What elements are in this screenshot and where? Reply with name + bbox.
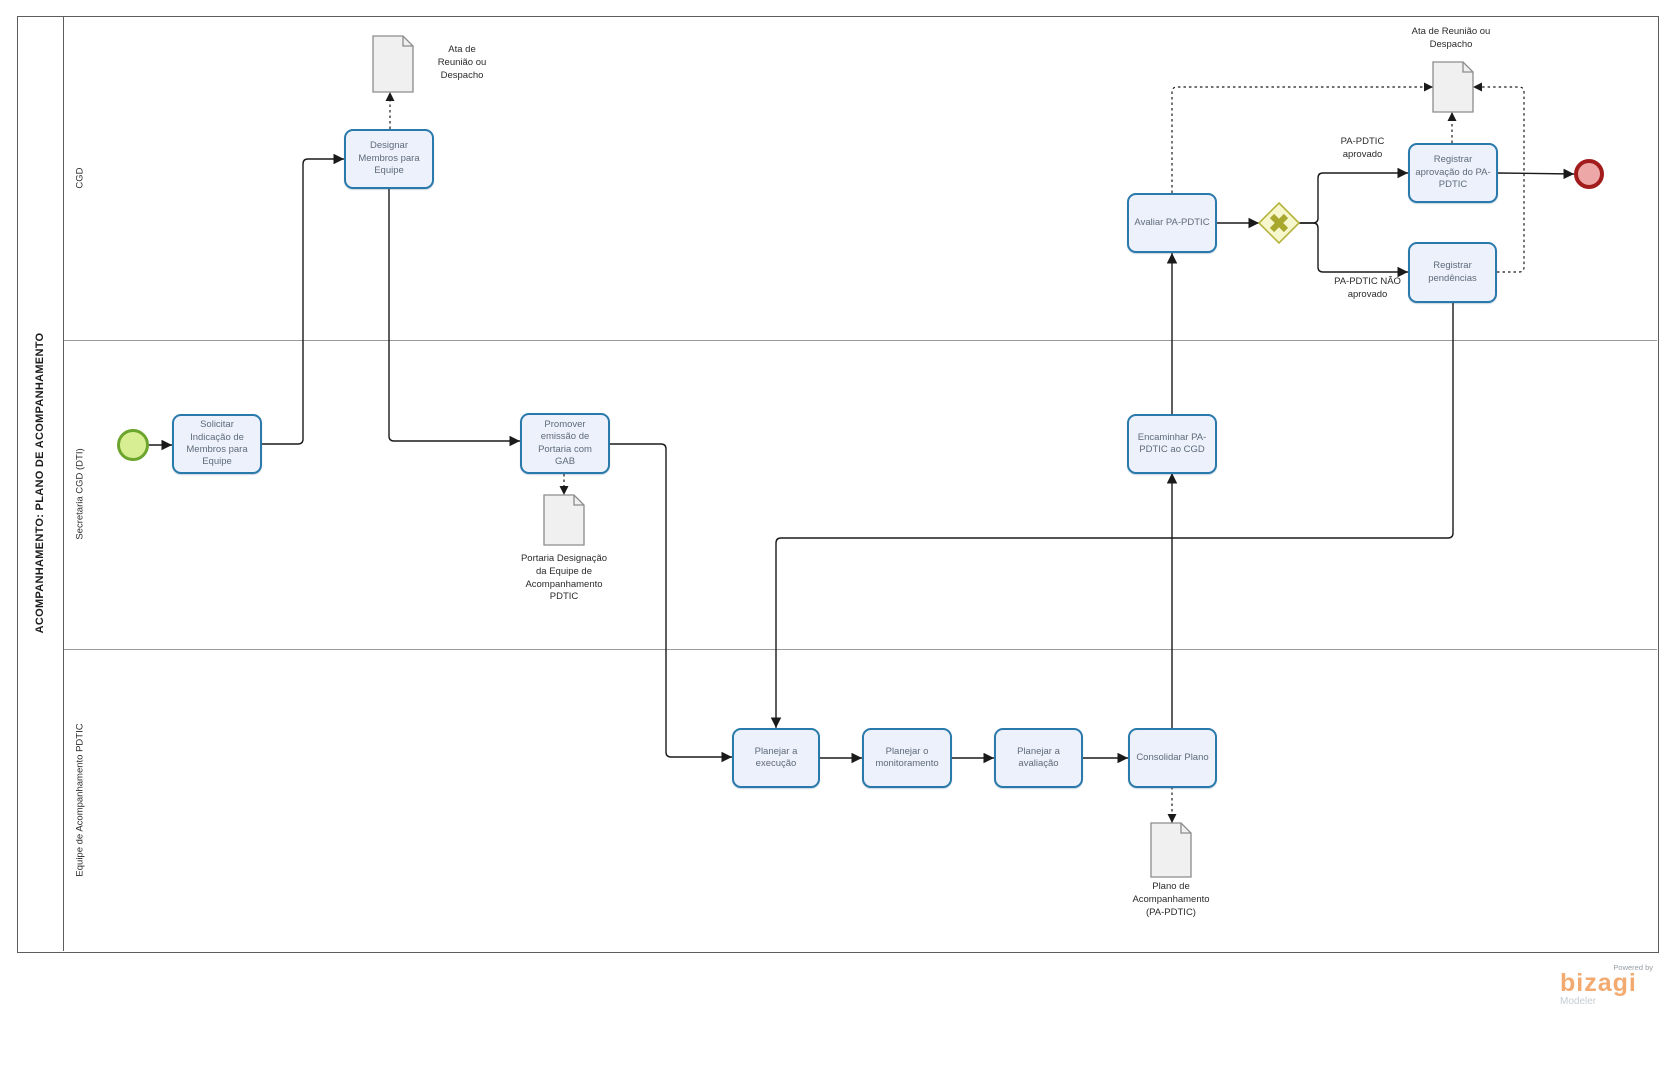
start-event[interactable] — [117, 429, 149, 461]
label-pa-pdtic-nao-aprovado: PA-PDTIC NÃO aprovado — [1334, 276, 1401, 300]
flow-pendencias-to-execucao — [770, 303, 1454, 728]
flow-solicitar-to-designar — [262, 153, 344, 445]
end-event[interactable] — [1574, 159, 1604, 189]
flow-promover-to-execucao — [610, 443, 732, 763]
task-encaminhar-pa-pdtic[interactable]: Encaminhar PA-PDTIC ao CGD — [1127, 414, 1217, 474]
task-avaliar-pa-pdtic[interactable]: Avaliar PA-PDTIC — [1127, 193, 1217, 253]
pool-title-divider — [63, 16, 64, 951]
task-registrar-pendencias[interactable]: Registrar pendências — [1408, 242, 1497, 303]
task-planejar-avaliacao[interactable]: Planejar a avaliação — [994, 728, 1083, 788]
flow-gateway-to-registrar-aprovacao — [1299, 167, 1408, 224]
flow-registrar-aprovacao-to-end — [1497, 168, 1575, 180]
label-ata-reuniao-despacho-2: Ata de Reunião ou Despacho — [1411, 26, 1491, 50]
flow-gateway-to-registrar-pendencias — [1299, 222, 1408, 278]
task-consolidar-plano[interactable]: Consolidar Plano — [1128, 728, 1217, 788]
task-solicitar-indicacao[interactable]: Solicitar Indicação de Membros para Equi… — [172, 414, 262, 474]
label-pa-pdtic-aprovado: PA-PDTIC aprovado — [1340, 136, 1385, 160]
document-portaria-designacao[interactable] — [543, 494, 585, 546]
bizagi-wordmark: bizagi — [1560, 969, 1637, 997]
exclusive-gateway[interactable] — [1257, 201, 1301, 245]
bizagi-logo: Powered by bizagi Modeler — [1560, 963, 1655, 1007]
flow-designar-to-promover — [388, 188, 520, 447]
label-portaria-designacao: Portaria Designação da Equipe de Acompan… — [520, 553, 608, 603]
assoc-registrar-pendencias-to-ata2 — [1473, 82, 1525, 273]
document-plano-acompanhamento[interactable] — [1150, 822, 1192, 878]
task-planejar-execucao[interactable]: Planejar a execução — [732, 728, 820, 788]
label-plano-acompanhamento: Plano de Acompanhamento (PA-PDTIC) — [1132, 881, 1210, 918]
task-registrar-aprovacao[interactable]: Registrar aprovação do PA-PDTIC — [1408, 143, 1498, 203]
lane-divider-1 — [64, 340, 1657, 341]
lane-divider-2 — [64, 649, 1657, 650]
modeler-text: Modeler — [1560, 995, 1597, 1007]
document-ata-reuniao-despacho-1[interactable] — [372, 35, 414, 93]
task-planejar-monitoramento[interactable]: Planejar o monitoramento — [862, 728, 952, 788]
label-ata-reuniao-despacho-1: Ata de Reunião ou Despacho — [437, 44, 487, 81]
powered-by-text: Powered by — [1613, 963, 1653, 972]
task-designar-membros[interactable]: Designar Membros para Equipe — [344, 129, 434, 189]
document-ata-reuniao-despacho-2[interactable] — [1432, 61, 1474, 113]
pool — [17, 16, 1659, 953]
assoc-avaliar-to-ata2 — [1171, 82, 1433, 193]
task-promover-emissao[interactable]: Promover emissão de Portaria com GAB — [520, 413, 610, 474]
